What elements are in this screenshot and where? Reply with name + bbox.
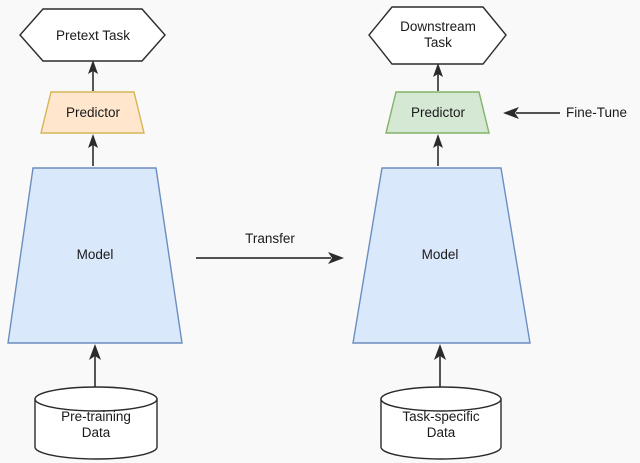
task-specific-data-cylinder-top <box>380 386 502 412</box>
transfer-edge-label: Transfer <box>245 231 295 246</box>
pretext-predictor-label: Predictor <box>65 105 121 120</box>
task-specific-data-cylinder-body[interactable] <box>380 398 502 460</box>
downstream-task-hexagon[interactable] <box>368 6 507 65</box>
pretraining-data-label: Pre-training Data <box>61 409 131 440</box>
arrowhead-fine-tune <box>503 107 519 119</box>
arrowhead-pretraining-data-to-model <box>89 344 101 360</box>
arrowhead-task-specific-data-to-model <box>434 344 446 360</box>
arrowhead-predictor-to-pretext-task <box>88 60 98 74</box>
pretext-predictor-trapezoid[interactable] <box>40 91 145 134</box>
task-specific-data-label: Task-specific Data <box>402 409 480 440</box>
downstream-model-label: Model <box>421 247 459 262</box>
pretext-task-label: Pretext Task <box>55 28 131 43</box>
pretraining-data-cylinder-body[interactable] <box>34 398 158 460</box>
pretraining-data-cylinder-top <box>34 386 158 412</box>
arrowhead-model-to-downstream-predictor <box>433 134 443 148</box>
fine-tune-edge-label: Fine-Tune <box>566 105 628 120</box>
pretraining-model-trapezoid[interactable] <box>7 167 183 344</box>
arrowhead-model-to-pretext-predictor <box>88 134 98 148</box>
arrowhead-transfer <box>328 252 344 264</box>
pretext-task-hexagon[interactable] <box>19 8 166 62</box>
downstream-model-trapezoid[interactable] <box>352 167 531 344</box>
downstream-predictor-trapezoid[interactable] <box>385 91 490 134</box>
arrowhead-predictor-to-downstream-task <box>433 63 443 77</box>
downstream-task-label: Downstream Task <box>400 19 476 50</box>
downstream-predictor-label: Predictor <box>410 105 466 120</box>
pretraining-model-label: Model <box>76 247 114 262</box>
